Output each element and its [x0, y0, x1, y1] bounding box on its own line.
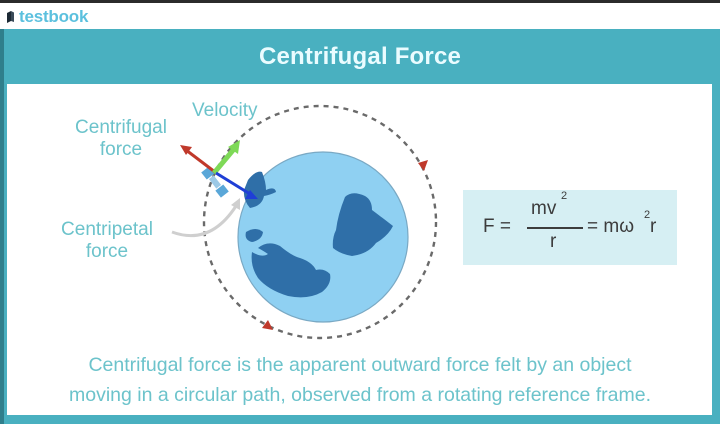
top-edge [0, 0, 720, 3]
brand-logo: testbook [6, 8, 88, 25]
centrifugal-label-line1: Centrifugal [75, 117, 167, 138]
orbit-arrowhead-icon [418, 160, 428, 171]
centripetal-label: Centripetal force [44, 219, 170, 263]
formula-rhs-exponent: 2 [644, 209, 651, 221]
formula-denominator: r [550, 231, 557, 252]
fraction-bar [527, 227, 583, 229]
caption-line-2: moving in a circular path, observed from… [68, 384, 652, 406]
brand-bar: testbook [0, 3, 720, 29]
formula-box: F = mv 2 r = mω 2 r [463, 190, 677, 265]
book-icon [6, 10, 15, 23]
centripetal-force-arrow [215, 171, 258, 199]
brand-name: testbook [19, 7, 89, 26]
centripetal-pointer [171, 205, 238, 238]
centrifugal-label-line2: force [99, 139, 143, 160]
frame-left-edge [0, 29, 4, 424]
formula-rhs-tail: r [650, 216, 657, 237]
velocity-arrow [212, 140, 240, 175]
formula-numerator-exponent: 2 [561, 190, 568, 202]
caption-line-1: Centrifugal force is the apparent outwar… [88, 354, 632, 376]
formula-rhs: = mω [587, 216, 635, 237]
centrifugal-label: Centrifugal force [60, 117, 182, 161]
velocity-label: Velocity [192, 100, 258, 121]
formula-numerator: mv [531, 198, 557, 219]
centripetal-label-line2: force [85, 241, 129, 262]
page-title: Centrifugal Force [258, 42, 462, 70]
centrifugal-force-arrow [180, 145, 216, 174]
orbit-path [202, 104, 438, 340]
earth-globe [237, 151, 409, 323]
pointer-arrowhead-icon [231, 198, 240, 210]
centripetal-label-line1: Centripetal [61, 219, 153, 240]
orbit-arrowhead-icon [262, 320, 273, 330]
formula-lhs: F = [483, 216, 511, 237]
